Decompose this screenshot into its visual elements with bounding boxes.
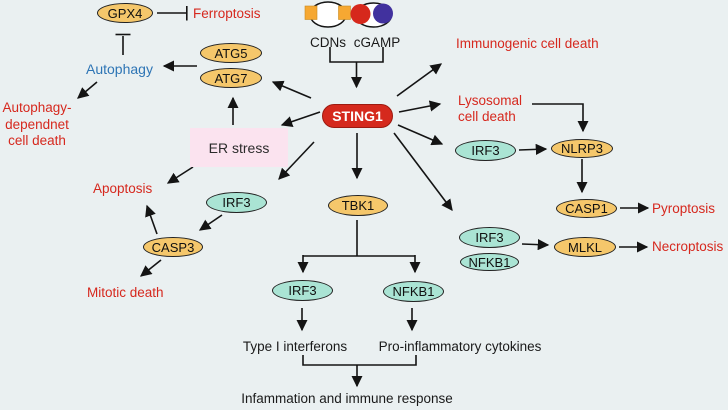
node-nlrp3: NLRP3 [551, 139, 613, 158]
autophagy-label: Autophagy [86, 61, 153, 77]
adcd-line-1: Autophagy- [2, 100, 72, 115]
necroptosis-label: Necroptosis [652, 239, 724, 254]
node-atg5: ATG5 [200, 43, 262, 63]
node-casp1: CASP1 [556, 199, 617, 218]
node-casp3: CASP3 [143, 237, 203, 257]
mitotic-death-label: Mitotic death [87, 285, 164, 300]
lysosomal-label: Lysosomal cell death [458, 93, 522, 125]
arrow-erstress-apoptosis [166, 166, 194, 184]
arrow-autophagy-adcd [77, 81, 98, 99]
immunogenic-label: Immunogenic cell death [456, 36, 599, 51]
lysosomal-line-2: cell death [458, 109, 516, 124]
arrow-casp3-apoptosis [145, 204, 158, 235]
node-irf3-necroptosis: IRF3 [459, 227, 520, 248]
cdns-icon [304, 1, 351, 28]
inflammation-label: Infammation and immune response [241, 391, 453, 406]
node-gpx4: GPX4 [97, 3, 153, 23]
node-irf3-nlrp3: IRF3 [455, 140, 516, 161]
arrow-sting1-lysosomal [398, 100, 442, 113]
cgamp-label: cGAMP [353, 35, 401, 50]
node-irf3-ifn: IRF3 [272, 280, 333, 301]
autophagy-dependent-label: Autophagy- dependnet cell death [0, 100, 80, 150]
arrow-sting1-irf3-apoptosis [278, 141, 315, 180]
arrow-irf3-nlrp3 [518, 143, 548, 155]
arrow-cluster-mlkl [521, 239, 550, 251]
node-sting1: STING1 [322, 104, 393, 128]
arrow-sting1-necroptosis-branch [393, 132, 453, 212]
arrow-lysosomal-nlrp3 [532, 103, 589, 133]
proinflammatory-label: Pro-inflammatory cytokines [378, 339, 542, 354]
lysosomal-line-1: Lysosomal [458, 93, 523, 108]
arrow-sting1-irf3-nlrp3 [397, 124, 444, 146]
bracket-signals [302, 355, 417, 366]
arrow-sting1-immunogenic [396, 63, 443, 97]
node-mlkl: MLKL [554, 237, 616, 257]
arrow-sting1-erstress [280, 111, 321, 127]
type1-ifn-label: Type I interferons [242, 339, 348, 354]
pyroptosis-label: Pyroptosis [652, 201, 716, 216]
node-atg7: ATG7 [200, 68, 262, 88]
ferroptosis-label: Ferroptosis [193, 6, 261, 21]
node-er-stress: ER stress [190, 128, 288, 167]
node-nfkb1-cytokines: NFKB1 [383, 281, 444, 302]
node-nfkb1-necroptosis: NFKB1 [460, 253, 519, 271]
node-tbk1: TBK1 [328, 195, 388, 216]
cgamp-icon [350, 2, 393, 28]
adcd-line-2: dependnet [5, 116, 69, 132]
arrow-irf3-casp3 [198, 214, 223, 231]
node-irf3-apoptosis: IRF3 [206, 192, 267, 213]
arrow-casp3-mitotic [140, 259, 162, 277]
adcd-line-3: cell death [8, 133, 66, 148]
apoptosis-label: Apoptosis [93, 181, 153, 196]
arrow-sting1-atg [271, 80, 312, 99]
cdns-label: CDNs [310, 35, 346, 50]
